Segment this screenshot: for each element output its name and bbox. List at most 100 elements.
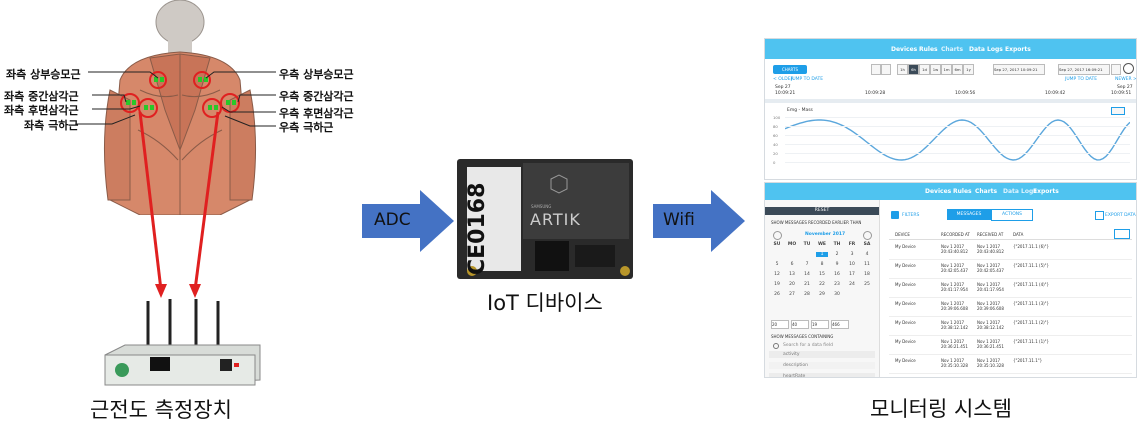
filters-label[interactable]: FILTERS <box>902 213 920 218</box>
nav2-exports[interactable]: Exports <box>1033 188 1059 195</box>
charts-nav-bar: Devices Rules Charts Data Logs Exports <box>765 39 1136 59</box>
calendar-day[interactable]: 28 <box>804 292 810 297</box>
calendar-day[interactable]: 23 <box>834 282 840 287</box>
logs-nav-bar: Devices Rules Charts Data Logs Exports <box>765 183 1136 200</box>
range-button[interactable]: 6m <box>952 64 963 75</box>
calendar-day[interactable]: 1 <box>816 252 828 257</box>
export-data-link[interactable]: EXPORT DATA <box>1105 213 1136 218</box>
charts-button[interactable]: CHARTS <box>773 65 807 74</box>
calendar-icon[interactable] <box>1111 64 1121 75</box>
calendar-day[interactable]: 6 <box>790 262 794 267</box>
export-icon[interactable] <box>1095 211 1104 220</box>
reset-button[interactable]: RESET <box>765 207 879 215</box>
play-icon[interactable] <box>1123 63 1134 74</box>
calendar-day[interactable]: 20 <box>789 282 795 287</box>
nav-devices[interactable]: Devices <box>891 46 918 53</box>
weekday-label: FR <box>848 242 856 247</box>
range-button[interactable]: 1m <box>941 64 952 75</box>
calendar-day[interactable]: 24 <box>849 282 855 287</box>
weekday-label: MO <box>787 242 797 247</box>
calendar-day[interactable]: 22 <box>819 282 825 287</box>
date-from-field[interactable]: Sep 27, 2017 10:09:21 <box>993 64 1045 75</box>
calendar-day[interactable]: 15 <box>819 272 825 277</box>
calendar-day[interactable]: 4 <box>865 252 869 257</box>
filter-icon[interactable] <box>891 211 899 219</box>
range-button[interactable]: 6h <box>908 64 919 75</box>
search-input[interactable]: Search for a data field <box>783 343 833 348</box>
calendar-day[interactable]: 25 <box>864 282 870 287</box>
zoom-out-icon[interactable] <box>881 64 891 75</box>
field-item-activity[interactable]: activity <box>769 351 875 358</box>
data-logs-screen: Devices Rules Charts Data Logs Exports R… <box>764 182 1137 378</box>
jump-to-date-right[interactable]: JUMP TO DATE <box>1065 77 1098 82</box>
time-field[interactable]: 20 <box>771 320 789 329</box>
label-right-middle-deltoid: 우측 중간삼각근 <box>279 90 354 103</box>
nav-rules[interactable]: Rules <box>919 46 938 53</box>
zoom-in-icon[interactable] <box>871 64 881 75</box>
nav2-devices[interactable]: Devices <box>925 188 952 195</box>
field-item-heartrate[interactable]: heartRate <box>769 373 875 377</box>
next-month-icon[interactable] <box>863 231 872 240</box>
range-button[interactable]: 1d <box>919 64 930 75</box>
calendar-day[interactable]: 3 <box>850 252 854 257</box>
nav-data-logs[interactable]: Data Logs <box>969 46 1003 53</box>
tab-actions[interactable]: ACTIONS <box>991 209 1033 221</box>
calendar-day[interactable]: 2 <box>835 252 839 257</box>
nav2-charts[interactable]: Charts <box>975 188 998 195</box>
calendar-day[interactable]: 30 <box>834 292 840 297</box>
table-cell: My Device <box>895 244 916 249</box>
calendar-day[interactable]: 11 <box>864 262 870 267</box>
timeline-bar <box>765 99 1136 103</box>
calendar-day[interactable]: 9 <box>835 262 839 267</box>
table-cell: Nov 1 2017 20:35:10.328 <box>977 358 1004 368</box>
table-cell: {"2017.11.1"} <box>1013 358 1043 363</box>
calendar-day[interactable]: 8 <box>820 262 824 267</box>
nav2-data-logs[interactable]: Data Logs <box>1003 188 1037 195</box>
nav-charts[interactable]: Charts <box>941 46 964 53</box>
calendar-day[interactable]: 14 <box>804 272 810 277</box>
time-field[interactable]: 19 <box>811 320 829 329</box>
calendar-day[interactable]: 17 <box>849 272 855 277</box>
wifi-label: Wifi <box>663 210 695 230</box>
nav-exports[interactable]: Exports <box>1005 46 1031 53</box>
tab-messages[interactable]: MESSAGES <box>947 209 991 220</box>
older-link[interactable]: < OLDER <box>773 77 794 82</box>
calendar-day[interactable]: 10 <box>849 262 855 267</box>
jump-to-date-left[interactable]: JUMP TO DATE <box>791 77 824 82</box>
calendar-day[interactable]: 29 <box>819 292 825 297</box>
calendar-day[interactable]: 12 <box>774 272 780 277</box>
calendar-day[interactable]: 5 <box>775 262 779 267</box>
calendar-day[interactable]: 18 <box>864 272 870 277</box>
range-button[interactable]: 1h <box>897 64 908 75</box>
range-button[interactable]: 1y <box>963 64 974 75</box>
calendar-day[interactable]: 27 <box>789 292 795 297</box>
field-item-description[interactable]: description <box>769 362 875 369</box>
back-anatomy-illustration <box>100 0 260 215</box>
date-to-field[interactable]: Sep 27, 2017 16:09:21 <box>1058 64 1110 75</box>
newer-link[interactable]: NEWER > <box>1115 77 1137 82</box>
range-button[interactable]: 1w <box>930 64 941 75</box>
calendar-day[interactable]: 7 <box>805 262 809 267</box>
calendar-day[interactable]: 26 <box>774 292 780 297</box>
series-toggle[interactable] <box>1111 107 1125 115</box>
calendar-day[interactable]: 16 <box>834 272 840 277</box>
time-field[interactable]: 40 <box>791 320 809 329</box>
nav2-rules[interactable]: Rules <box>953 188 972 195</box>
time-field[interactable]: 466 <box>831 320 849 329</box>
table-cell: My Device <box>895 263 916 268</box>
columns-toggle-icon[interactable] <box>1114 229 1130 239</box>
prev-month-icon[interactable] <box>773 231 782 240</box>
calendar-day[interactable]: 19 <box>774 282 780 287</box>
calendar-day[interactable]: 21 <box>804 282 810 287</box>
table-cell: {"2017.11.1 (6)"} <box>1013 244 1050 249</box>
calendar-day[interactable]: 13 <box>789 272 795 277</box>
containing-label: SHOW MESSAGES CONTAINING <box>771 334 834 339</box>
